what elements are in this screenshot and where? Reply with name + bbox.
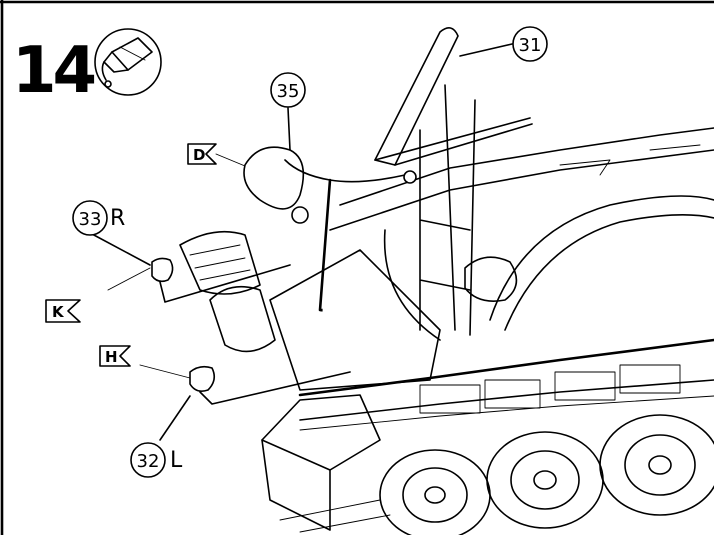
svg-text:35: 35 <box>277 81 300 102</box>
sprue-flag-d: D <box>187 143 246 167</box>
svg-text:33: 33 <box>79 209 102 230</box>
tank-hull: · <box>179 127 714 531</box>
callout-33: 33 R <box>72 200 125 236</box>
road-wheel-3 <box>599 414 714 516</box>
svg-text:H: H <box>105 348 118 366</box>
road-wheel-1 <box>379 449 491 535</box>
callout-32: 32 L <box>130 442 183 478</box>
svg-text:32: 32 <box>137 451 160 472</box>
svg-text:K: K <box>52 303 65 321</box>
part-35-cable <box>243 107 417 312</box>
road-wheel-2 <box>486 431 604 529</box>
svg-text:·: · <box>318 299 325 324</box>
side-r-label: R <box>110 206 125 231</box>
svg-text:31: 31 <box>519 35 542 56</box>
callout-35: 35 <box>270 72 306 108</box>
step-number: 14 <box>12 34 95 108</box>
sprue-flag-h: H <box>99 345 131 367</box>
fender-boxes <box>419 364 681 414</box>
part-31-rack <box>374 27 533 341</box>
part-33-light <box>91 233 291 303</box>
road-wheels <box>279 414 714 535</box>
svg-text:D: D <box>193 146 205 164</box>
side-l-label: L <box>170 448 183 473</box>
part-32-light <box>139 364 351 441</box>
glue-tube-icon <box>94 28 162 96</box>
callout-31: 31 <box>512 26 548 62</box>
sprue-flag-k: K <box>45 299 81 323</box>
